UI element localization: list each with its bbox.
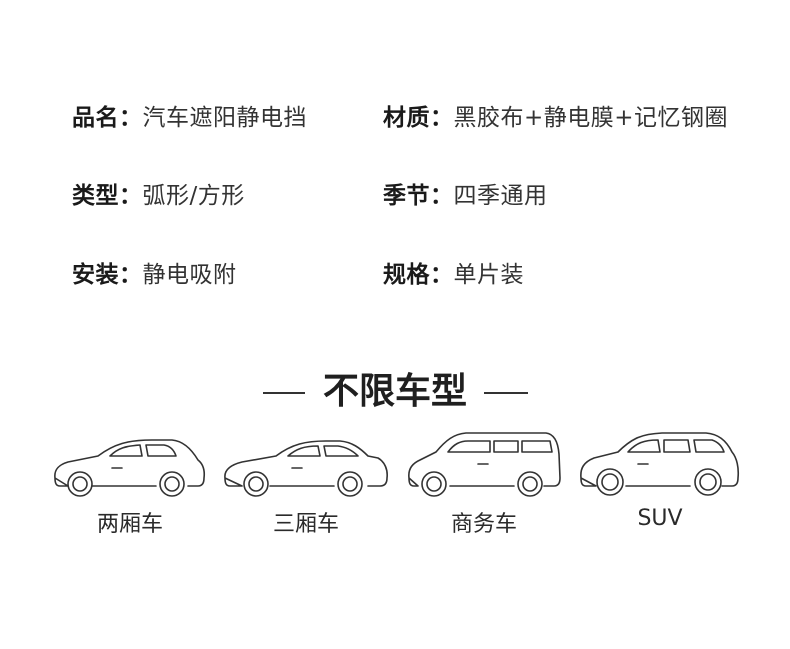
spec-key: 材质： bbox=[383, 105, 454, 131]
sedan-car-icon bbox=[222, 428, 390, 502]
spec-key: 品名： bbox=[72, 105, 143, 131]
section-title: 不限车型 bbox=[322, 371, 467, 412]
car-label-suv: SUV bbox=[637, 506, 683, 531]
spec-product-name: 品名：汽车遮阳静电挡 bbox=[72, 103, 307, 133]
spec-value: 单片装 bbox=[453, 262, 524, 288]
spec-install: 安装：静电吸附 bbox=[72, 260, 237, 290]
title-rule-right bbox=[484, 392, 528, 394]
spec-value: 黑胶布+静电膜+记忆钢圈 bbox=[453, 105, 729, 131]
mpv-car-icon bbox=[406, 428, 562, 502]
spec-value: 汽车遮阳静电挡 bbox=[142, 105, 307, 131]
spec-key: 类型： bbox=[72, 183, 143, 209]
spec-type: 类型：弧形/方形 bbox=[72, 181, 245, 211]
car-label-mpv: 商务车 bbox=[450, 512, 517, 537]
spec-key: 季节： bbox=[383, 183, 454, 209]
hatchback-car-icon bbox=[52, 428, 208, 502]
spec-size: 规格：单片装 bbox=[383, 260, 524, 290]
suv-car-icon bbox=[578, 428, 742, 502]
spec-value: 弧形/方形 bbox=[142, 183, 245, 209]
car-label-hatchback: 两厢车 bbox=[96, 512, 163, 537]
spec-key: 安装： bbox=[72, 262, 143, 288]
car-label-sedan: 三厢车 bbox=[272, 512, 339, 537]
spec-value: 静电吸附 bbox=[142, 262, 237, 288]
spec-key: 规格： bbox=[383, 262, 454, 288]
spec-value: 四季通用 bbox=[453, 183, 548, 209]
spec-season: 季节：四季通用 bbox=[383, 181, 548, 211]
spec-material: 材质：黑胶布+静电膜+记忆钢圈 bbox=[383, 103, 728, 133]
title-rule-left bbox=[263, 392, 305, 394]
